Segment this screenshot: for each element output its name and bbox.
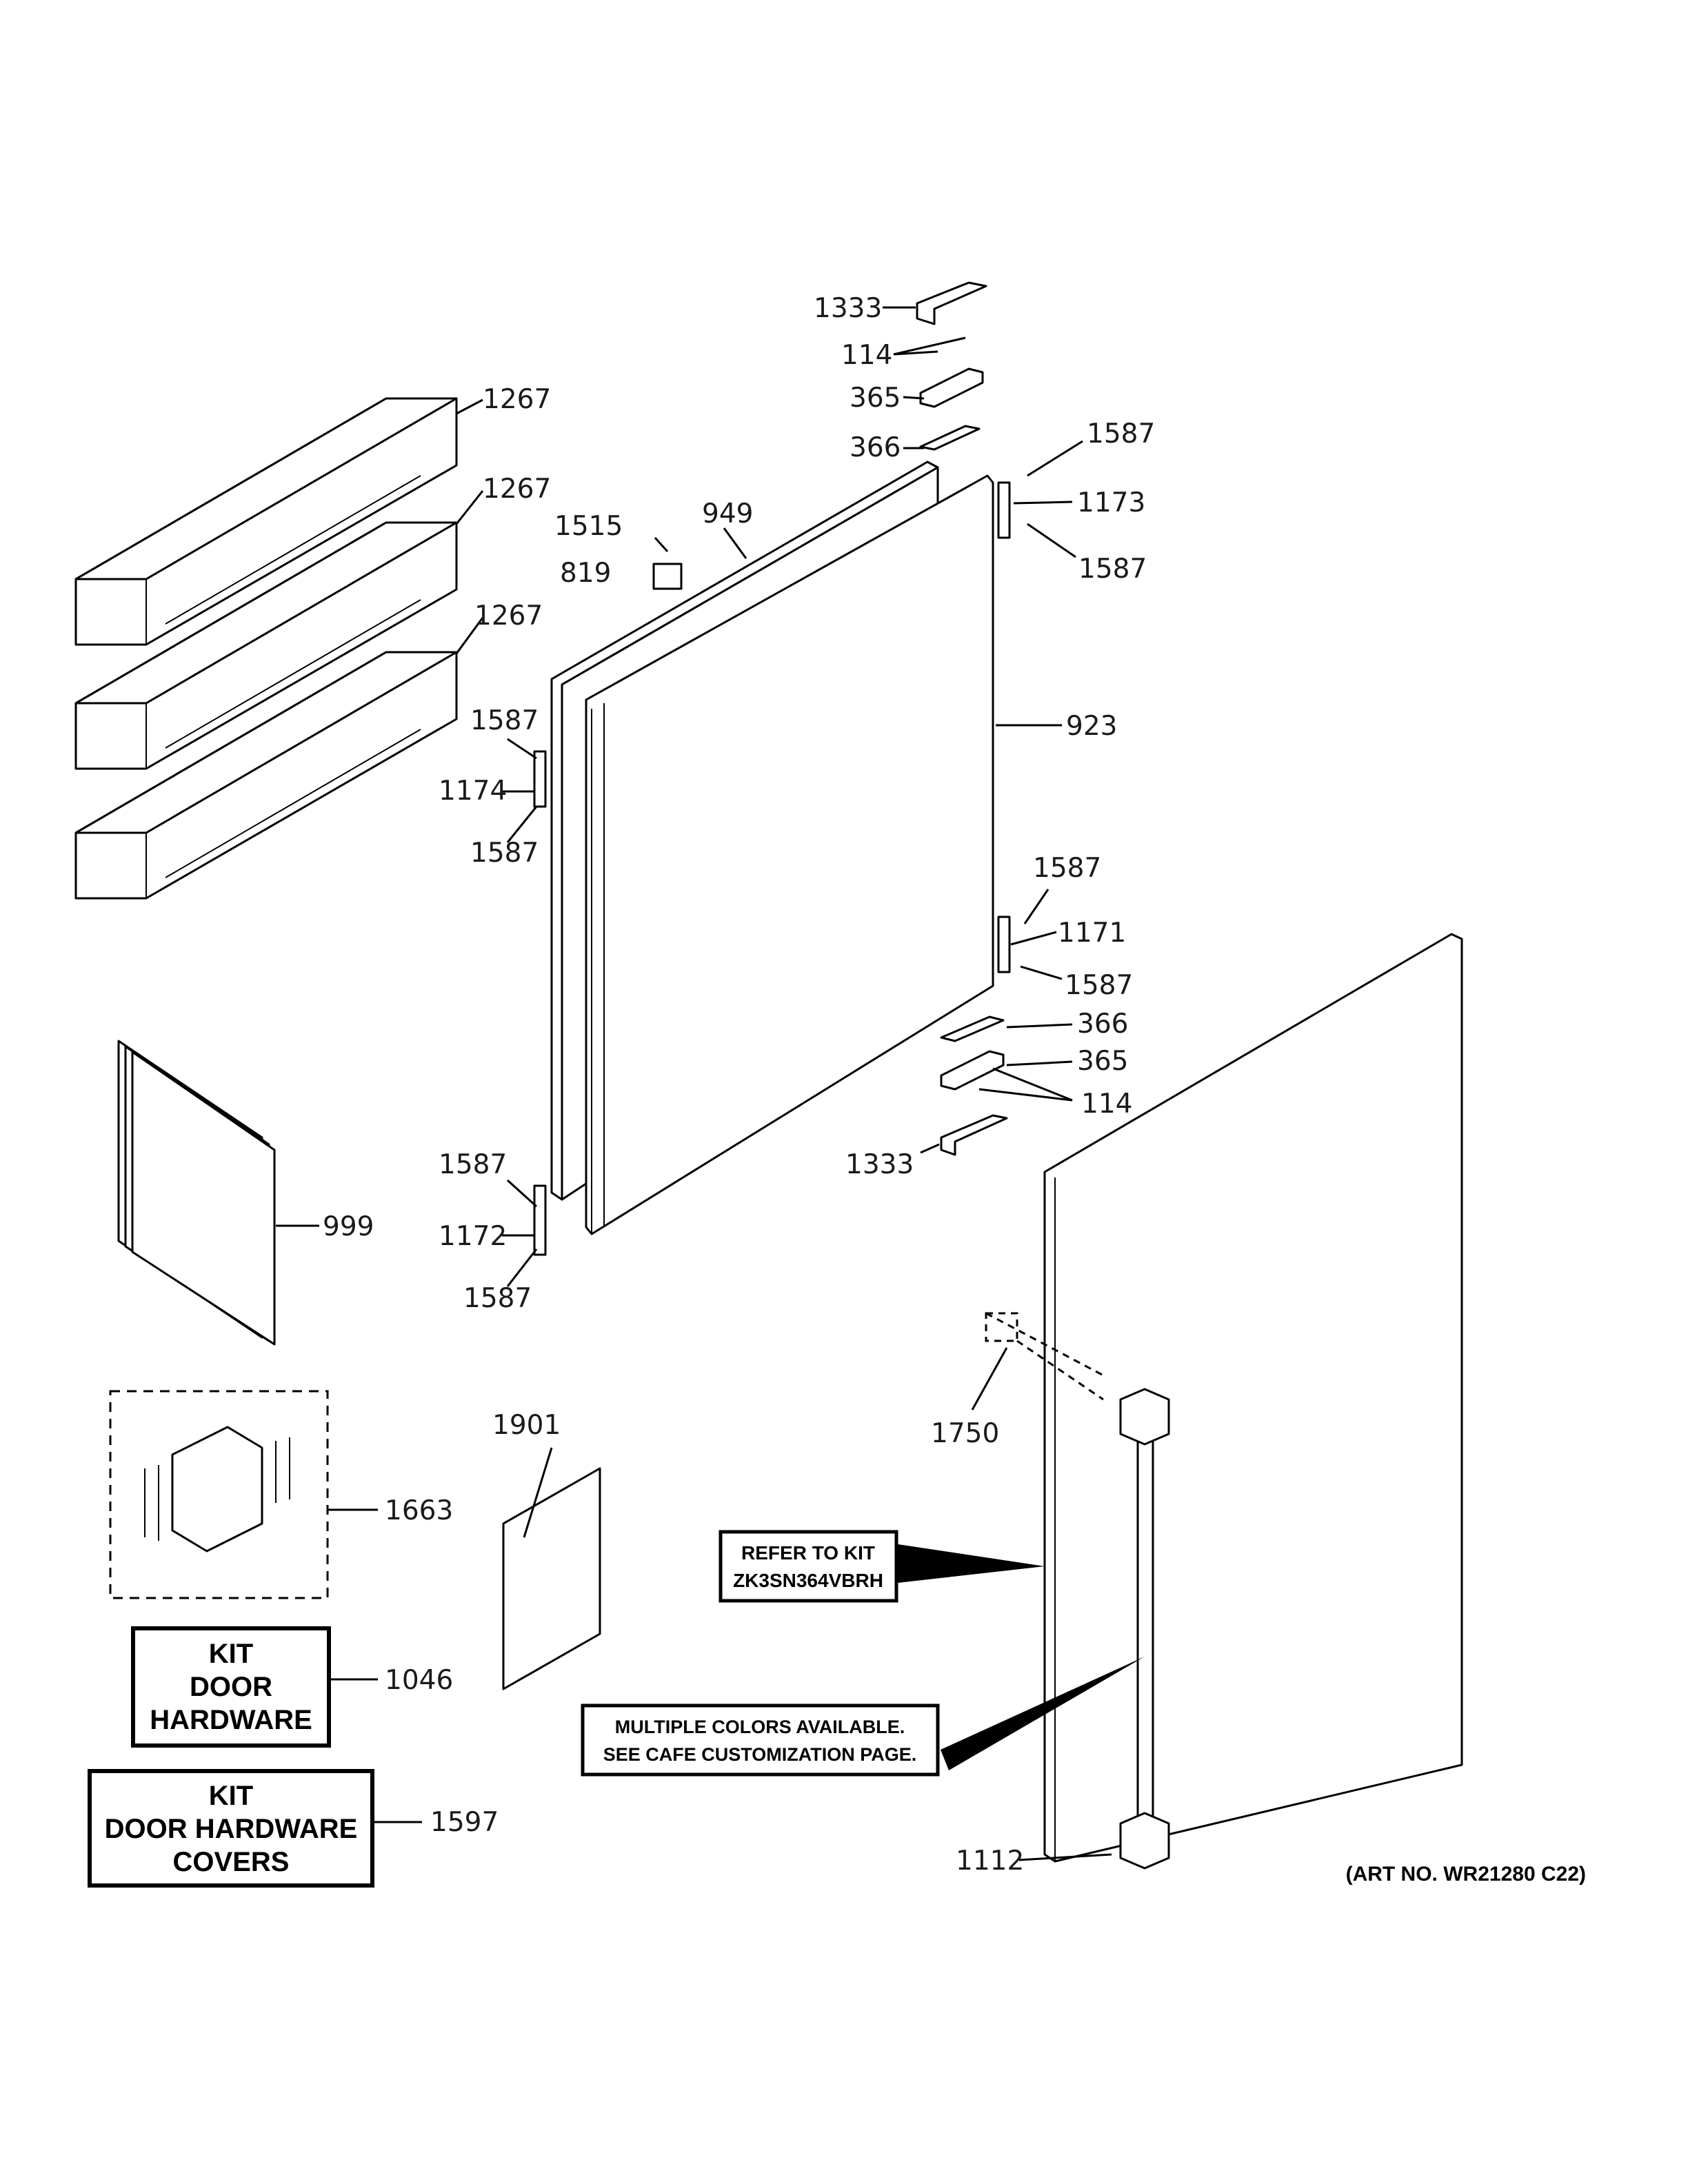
- box-text: SEE CAFE CUSTOMIZATION PAGE.: [603, 1744, 917, 1765]
- door-bin-top: [74, 397, 458, 646]
- door-bin-bottom: [74, 651, 458, 900]
- box-text: DOOR HARDWARE: [105, 1814, 358, 1844]
- part-label: 1587: [1087, 418, 1155, 449]
- part-label: 1112: [956, 1846, 1024, 1877]
- part-label: 1515: [554, 511, 623, 542]
- part-label: 1046: [385, 1665, 453, 1696]
- hinge-1173: [997, 481, 1011, 539]
- part-label: 1901: [492, 1410, 561, 1441]
- box-text: KIT: [209, 1781, 253, 1811]
- part-label: 1267: [483, 384, 551, 415]
- hinge-1172: [533, 1184, 547, 1256]
- part-label: 1267: [474, 600, 543, 631]
- kit-door-hardware-covers-box: KIT DOOR HARDWARE COVERS: [88, 1769, 374, 1888]
- part-label: 949: [702, 498, 753, 529]
- box-text: DOOR: [190, 1672, 272, 1702]
- box-text: COVERS: [173, 1847, 290, 1877]
- part-label: 1587: [470, 705, 539, 736]
- box-text: ZK3SN364VBRH: [733, 1570, 883, 1591]
- box-text: HARDWARE: [150, 1705, 312, 1735]
- leader-lines: [276, 306, 1145, 1861]
- part-label: 1587: [439, 1149, 507, 1180]
- part-label: 999: [323, 1211, 374, 1242]
- part-label: 366: [1077, 1009, 1128, 1040]
- owners-manual: [117, 1040, 276, 1346]
- door-bin-middle: [74, 521, 458, 770]
- part-label: 1172: [439, 1221, 507, 1252]
- part-label: 1171: [1058, 918, 1126, 949]
- door-handle: [1119, 1388, 1170, 1870]
- part-label: 1663: [385, 1495, 453, 1526]
- kit-door-hardware-box: KIT DOOR HARDWARE: [131, 1626, 331, 1748]
- part-label: 819: [560, 558, 611, 589]
- bottom-hinge-365: [940, 1050, 1005, 1091]
- handle-mount-kit: [985, 1312, 1104, 1401]
- bottom-hinge-bracket-1333: [940, 1114, 1008, 1156]
- part-label: 1587: [470, 838, 539, 869]
- part-label: 1333: [845, 1149, 914, 1180]
- part-label: 1587: [463, 1283, 532, 1314]
- part-label: 366: [850, 432, 901, 463]
- part-label: 1173: [1077, 487, 1145, 518]
- top-hinge-365: [919, 367, 984, 408]
- part-label: 365: [1077, 1046, 1128, 1077]
- part-label: 1587: [1033, 853, 1101, 884]
- part-label: 365: [850, 383, 901, 414]
- top-hinge-bracket-1333: [916, 281, 987, 325]
- bottom-hinge-shim-366: [940, 1015, 1005, 1042]
- hinge-1174: [533, 750, 547, 808]
- part-labels: 1333 114 365 366 1587 1173 1587 1267 126…: [323, 293, 1155, 1877]
- part-label: 1597: [430, 1807, 499, 1838]
- part-label: 1750: [931, 1418, 999, 1449]
- part-label: 1267: [483, 474, 551, 505]
- screw-card: [502, 1467, 601, 1690]
- part-label: 1174: [439, 776, 507, 807]
- door-stop-819: [652, 563, 683, 590]
- part-label: 114: [1081, 1089, 1132, 1120]
- art-number: (ART NO. WR21280 C22): [1346, 1863, 1586, 1885]
- part-label: 114: [841, 340, 892, 371]
- part-label: 923: [1066, 711, 1117, 742]
- box-text: REFER TO KIT: [741, 1542, 875, 1564]
- multiple-colors-box: MULTIPLE COLORS AVAILABLE. SEE CAFE CUST…: [581, 1703, 940, 1777]
- box-text: KIT: [209, 1639, 253, 1669]
- part-label: 1333: [814, 293, 882, 324]
- hinge-1171: [997, 916, 1011, 973]
- top-hinge-shim-366: [919, 425, 981, 451]
- box-text: MULTIPLE COLORS AVAILABLE.: [615, 1717, 905, 1737]
- part-label: 1587: [1065, 970, 1133, 1001]
- refer-to-kit-box: REFER TO KIT ZK3SN364VBRH: [719, 1530, 898, 1603]
- inner-door-panel: [585, 474, 994, 1235]
- installation-hardware-bag: [109, 1390, 329, 1599]
- part-label: 1587: [1078, 554, 1147, 585]
